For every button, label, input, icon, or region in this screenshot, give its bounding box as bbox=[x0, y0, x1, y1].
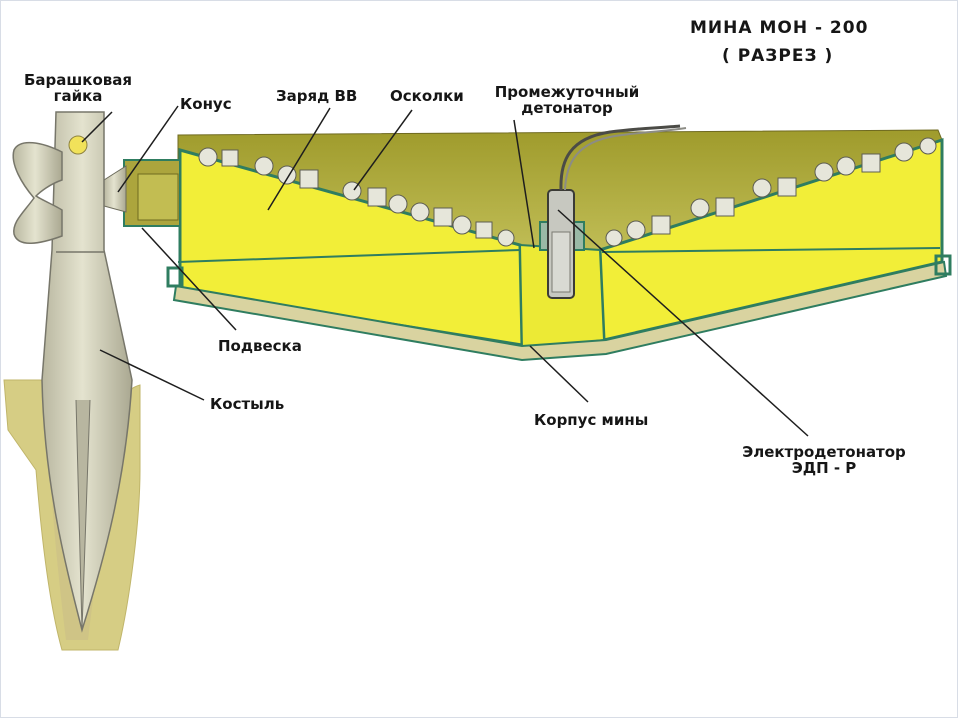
label-intermediate-detonator-line2: детонатор bbox=[521, 99, 613, 117]
label-stake: Костыль bbox=[210, 395, 285, 413]
label-electric-detonator-line2: ЭДП - Р bbox=[791, 459, 857, 477]
diagram-subtitle: ( РАЗРЕЗ ) bbox=[722, 46, 834, 66]
leader-lines bbox=[81, 105, 809, 437]
mine-body-rim bbox=[172, 260, 948, 362]
label-mine-body: Корпус мины bbox=[534, 411, 649, 429]
label-intermediate-detonator: Промежуточный детонатор bbox=[482, 84, 652, 116]
rim-hook-left bbox=[166, 266, 184, 288]
label-fragments: Осколки bbox=[390, 87, 464, 105]
label-cone: Конус bbox=[180, 95, 232, 113]
detonator-wire-2 bbox=[564, 127, 687, 191]
inner-wall-left bbox=[177, 249, 521, 263]
label-charge: Заряд ВВ bbox=[276, 87, 358, 105]
label-electric-detonator-line1: Электродетонатор bbox=[742, 443, 906, 461]
inner-wall-right bbox=[601, 247, 941, 253]
cone-shape bbox=[103, 165, 127, 213]
label-wing-nut-line2: гайка bbox=[53, 87, 103, 105]
label-intermediate-detonator-line1: Промежуточный bbox=[494, 83, 640, 101]
rim-hook-right bbox=[934, 254, 952, 276]
suspension-inner bbox=[137, 173, 179, 221]
stake-tip-facet bbox=[75, 399, 91, 631]
wing-nut-shape bbox=[12, 141, 63, 244]
label-electric-detonator: Электродетонатор ЭДП - Р bbox=[722, 444, 926, 476]
label-wing-nut-line1: Барашковая bbox=[23, 71, 133, 89]
fragments-row-right bbox=[605, 137, 937, 247]
detonator-body bbox=[551, 231, 571, 293]
label-wing-nut: Барашковая гайка bbox=[12, 72, 144, 104]
detonator-wire bbox=[559, 124, 681, 191]
label-suspension: Подвеска bbox=[218, 337, 302, 355]
diagram-title: МИНА МОН - 200 bbox=[690, 18, 869, 38]
